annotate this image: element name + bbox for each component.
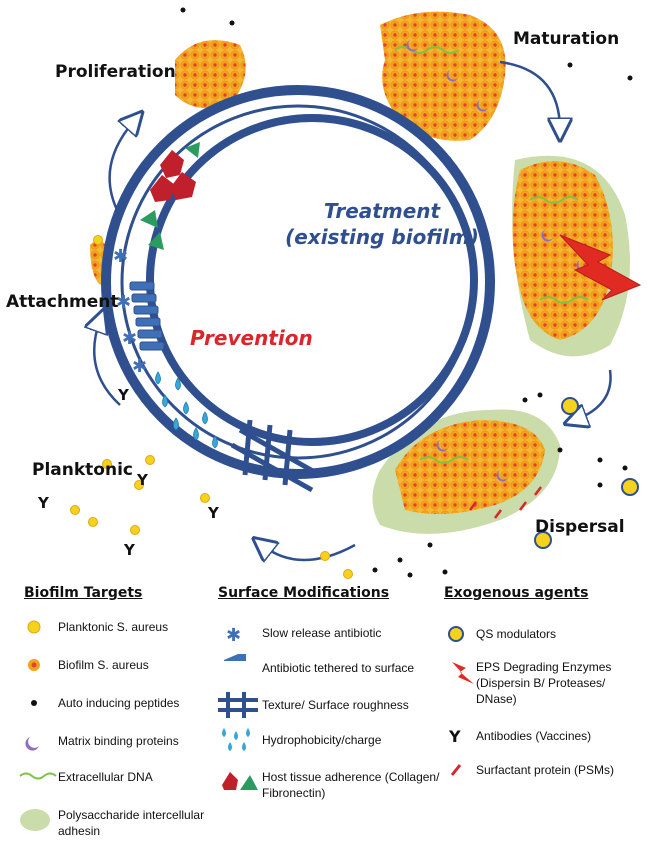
surface-texture-grid [230,419,322,493]
legend-icons: ✱ Y [19,620,474,831]
stage-attachment: Attachment [6,292,119,312]
svg-text:✱: ✱ [113,246,128,267]
legend-label-matrix-proteins: Matrix binding proteins [58,734,179,748]
surfactant-proteins [469,486,542,519]
planktonic-cell-icon [27,620,41,634]
legend-label-planktonic: Planktonic S. aureus [58,620,169,634]
red-mark-icon [450,764,462,776]
edna-strand [529,196,579,204]
svg-text:Y: Y [136,471,149,489]
legend-label-pia-2: adhesin [58,824,101,838]
legend-heading-surface-modifications: Surface Modifications [218,585,390,601]
treatment-line-1: Treatment [323,199,441,223]
svg-text:✱: ✱ [122,328,137,349]
legend-label-eps-1: EPS Degrading Enzymes [476,660,612,674]
antibodies: Y Y Y Y Y [37,386,220,559]
device-lumen-ring [146,114,478,446]
biofilm-cluster-maturation-top [380,11,506,141]
eps-enzyme-lightning-icon [559,234,642,301]
legend-label-host-tissue-1: Host tissue adherence (Collagen/ [262,770,440,784]
svg-text:Y: Y [117,386,130,404]
legend-label-host-tissue-2: Fibronectin) [262,786,326,800]
legend-label-hydrophobicity: Hydrophobicity/charge [262,733,382,747]
edna-strand [419,456,469,464]
legend-label-slow-release: Slow release antibiotic [262,626,382,640]
legend-label-texture: Texture/ Surface roughness [262,698,409,712]
stage-maturation: Maturation [513,29,620,49]
biofilm-cluster-maturation [512,161,613,340]
legend-label-eps-3: DNase) [476,692,517,706]
stage-dispersal: Dispersal [535,517,625,537]
legend-heading-biofilm-targets: Biofilm Targets [24,585,143,601]
host-tissue-adherence-shapes [140,142,200,250]
treatment-label: Treatment (existing biofilm) [282,198,482,250]
svg-text:Y: Y [207,504,220,522]
dot-icon [31,700,37,706]
gear-icon: ✱ [226,625,241,646]
biofilm-cluster-dispersal [395,420,545,514]
shapes-icon [222,772,258,790]
legend-label-pia-1: Polysaccharide intercellular [58,808,205,822]
svg-text:✱: ✱ [132,356,147,377]
edna-strand [394,46,460,54]
qs-modulator-icon [448,626,464,642]
legend-heading-exogenous-agents: Exogenous agents [444,585,589,601]
svg-text:✱: ✱ [116,292,131,313]
hydrophobicity-droplets [155,371,218,449]
treatment-line-2: (existing biofilm) [285,225,479,249]
lifecycle-arrows [94,60,612,560]
svg-text:Y: Y [37,494,50,512]
planktonic-cells [70,235,353,579]
stage-proliferation: Proliferation [55,62,176,82]
antibody-icon: Y [448,727,461,746]
lightning-icon [452,662,474,684]
legend-label-antibodies: Antibodies (Vaccines) [476,729,592,743]
wavy-line-icon [19,772,57,780]
droplets-icon [222,728,250,751]
legend-label-eps-2: (Dispersin B/ Proteases/ [476,676,606,690]
legend-label-aip: Auto inducing peptides [58,696,180,710]
prevention-label: Prevention [190,326,313,350]
tether-icon [224,654,246,661]
legend-label-tethered: Antibiotic tethered to surface [262,661,415,675]
tethered-antibiotic-bars [129,281,165,351]
auto-inducing-peptides [180,7,633,578]
biofilm-cluster-proliferation [175,40,246,109]
legend-label-edna: Extracellular DNA [58,770,153,784]
stage-planktonic: Planktonic [32,460,133,480]
green-blob-icon [20,809,50,831]
grid-icon [218,692,258,718]
edna-strand [539,296,589,304]
slow-release-antibiotic-gears: ✱ ✱ ✱ ✱ [113,246,147,377]
qs-modulators [534,397,639,549]
crescent-icon [25,737,39,751]
svg-text:Y: Y [123,541,136,559]
legend-label-biofilm: Biofilm S. aureus [58,658,149,672]
legend-label-qs: QS modulators [476,627,557,641]
legend-label-surfactant: Surfactant protein (PSMs) [476,763,615,777]
